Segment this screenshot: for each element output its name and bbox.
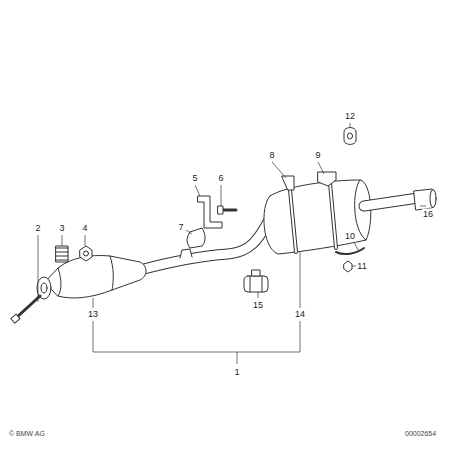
callout-number: 15	[252, 300, 264, 311]
strap	[330, 183, 336, 248]
leader-lines	[38, 123, 426, 364]
spring	[56, 246, 68, 262]
callout-number: 13	[87, 309, 99, 320]
callout-number: 14	[294, 309, 306, 320]
gasket	[344, 128, 356, 145]
drawing-number: 00002654	[404, 428, 437, 439]
callout-number: 6	[217, 173, 224, 184]
callout-number: 12	[344, 111, 356, 122]
callout-number: 4	[81, 223, 88, 234]
clamp	[244, 270, 268, 292]
callout-number: 5	[191, 173, 198, 184]
callout-number: 10	[344, 231, 356, 242]
callout-number: 11	[356, 261, 367, 272]
nut	[344, 261, 352, 272]
strap-hanger	[318, 172, 336, 186]
rubber-mount	[187, 228, 205, 248]
bolt	[16, 296, 40, 318]
tail-pipe	[364, 198, 418, 206]
rear-muffler	[264, 180, 371, 254]
bolt	[222, 209, 236, 212]
callout-number: 16	[422, 209, 434, 220]
bracket	[198, 196, 222, 228]
callout-number: 3	[58, 223, 65, 234]
hanger	[336, 248, 364, 254]
strap	[290, 190, 296, 252]
strap-hanger	[282, 176, 294, 190]
front-pipe	[140, 222, 268, 270]
callout-number: 9	[314, 150, 321, 161]
nut	[80, 246, 92, 261]
pipe-hanger	[180, 249, 192, 258]
callout-number: 8	[268, 150, 275, 161]
copyright-note: © BMW AG	[8, 428, 46, 439]
tail-pipe-tip	[414, 189, 436, 210]
callout-number: 2	[34, 223, 41, 234]
callout-number: 7	[177, 222, 184, 233]
callout-number: 1	[233, 367, 240, 378]
